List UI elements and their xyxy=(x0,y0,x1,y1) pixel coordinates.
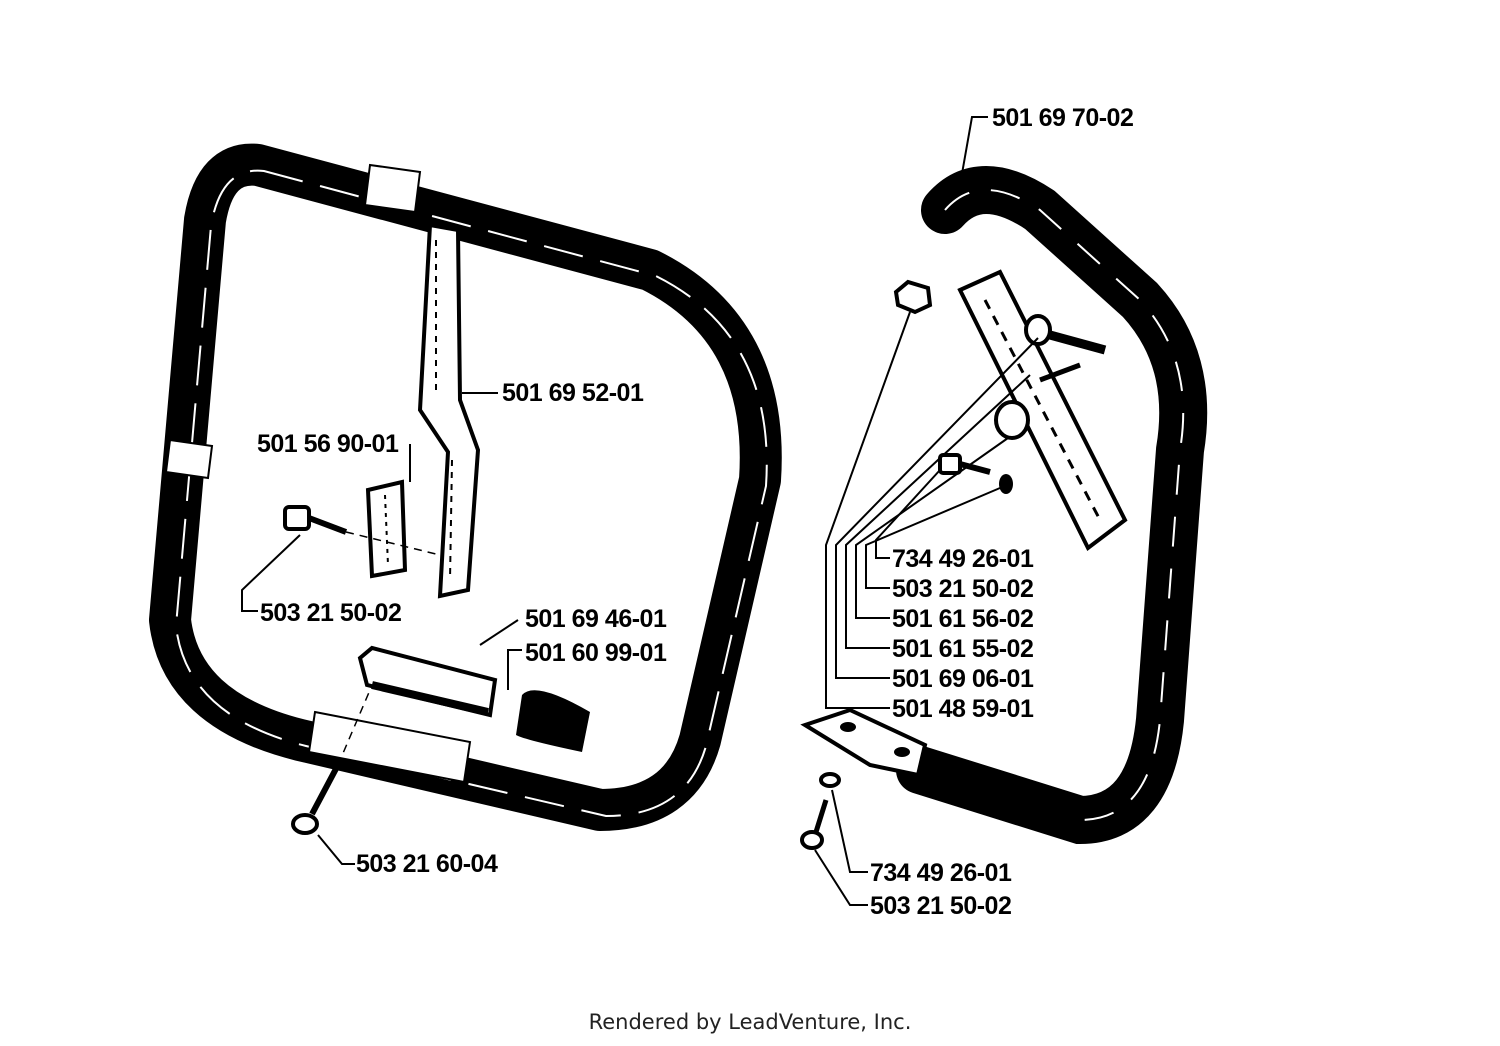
label-503-21-50-02-left: 503 21 50-02 xyxy=(260,599,401,627)
label-501-48-59-01: 501 48 59-01 xyxy=(892,695,1034,723)
label-501-69-46-01: 501 69 46-01 xyxy=(525,605,667,633)
part-labels: 501 69 70-02 501 69 52-01 501 56 90-01 5… xyxy=(257,104,1134,920)
front-hardware xyxy=(800,279,1107,850)
leader-lines xyxy=(241,116,1039,906)
label-501-61-56-02: 501 61 56-02 xyxy=(892,605,1033,633)
label-501-69-06-01: 501 69 06-01 xyxy=(892,665,1034,693)
footer-credit: Rendered by LeadVenture, Inc. xyxy=(588,1010,912,1034)
screw-left xyxy=(283,505,441,556)
label-503-21-50-02-b: 503 21 50-02 xyxy=(870,892,1011,920)
label-503-21-60-04: 503 21 60-04 xyxy=(356,850,498,878)
label-503-21-50-02-a: 503 21 50-02 xyxy=(892,575,1033,603)
rubber-sleeve xyxy=(516,690,590,752)
clamp-plate xyxy=(365,479,408,579)
front-handle-bar xyxy=(800,166,1208,845)
label-734-49-26-01-b: 734 49 26-01 xyxy=(870,859,1012,887)
handle-bracket xyxy=(417,222,481,599)
front-handle-bracket xyxy=(957,269,1128,552)
wrap-handle-bar xyxy=(149,143,782,831)
label-501-56-90-01: 501 56 90-01 xyxy=(257,430,399,458)
label-501-69-52-01: 501 69 52-01 xyxy=(502,379,644,407)
label-501-69-70-02: 501 69 70-02 xyxy=(992,104,1133,132)
label-734-49-26-01-a: 734 49 26-01 xyxy=(892,545,1034,573)
long-screw xyxy=(291,689,371,835)
label-501-61-55-02: 501 61 55-02 xyxy=(892,635,1033,663)
label-501-60-99-01: 501 60 99-01 xyxy=(525,639,667,667)
spacer xyxy=(357,645,498,718)
